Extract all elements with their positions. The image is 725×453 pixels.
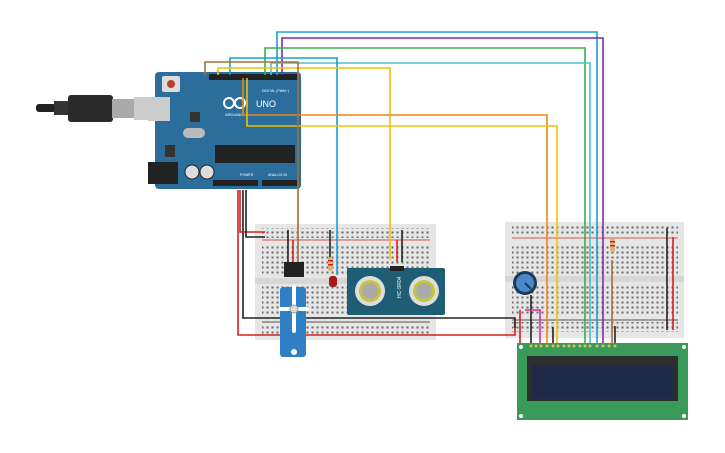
analog-label: ANALOG IN [268,173,288,177]
servo-motor[interactable] [279,262,309,357]
arduino-logo-text: ARDUINO [225,112,243,117]
lcd-16x2[interactable] [517,343,688,420]
arduino-model: UNO [256,99,276,109]
digital-label: DIGITAL (PWM~) [262,89,289,93]
power-header [213,180,258,186]
usb-cable[interactable] [36,95,160,122]
wire-orange-lcd[interactable] [242,78,548,345]
potentiometer[interactable] [513,271,537,295]
power-label: POWER [240,173,254,177]
wire-blue-led[interactable] [229,57,338,275]
resistor-led[interactable] [328,257,333,271]
digital-header-low [253,74,297,80]
wire-red-power[interactable] [237,190,516,336]
wire-yellow-sensor[interactable] [217,67,391,260]
ultrasonic-sensor[interactable]: HC-SR04 [347,266,445,315]
breadboard-right[interactable] [505,222,684,338]
lcd-pins [529,344,617,348]
wire-black-bb1[interactable] [245,190,265,238]
sensor-label: HC-SR04 [397,276,403,298]
wires [204,31,674,346]
reset-button[interactable] [167,80,175,88]
wire-magenta-pot[interactable] [525,309,541,345]
wire-purple-lcd[interactable] [281,37,604,345]
wire-teal-lcd[interactable] [270,62,591,345]
digital-header-high [209,74,253,80]
wire-blue-lcd[interactable] [276,31,598,345]
wire-black-ground[interactable] [242,190,516,328]
analog-header [262,180,297,186]
red-led[interactable] [329,276,337,287]
wire-brown-servo[interactable] [204,61,299,262]
arduino-uno[interactable]: ARDUINO UNO DIGITAL (PWM~) POWER ANALOG … [148,72,301,189]
wire-yellow-lcd[interactable] [246,78,558,345]
wire-red-bb1[interactable] [239,190,265,233]
resistor-lcd[interactable] [610,238,615,252]
lcd-screen [532,365,673,399]
